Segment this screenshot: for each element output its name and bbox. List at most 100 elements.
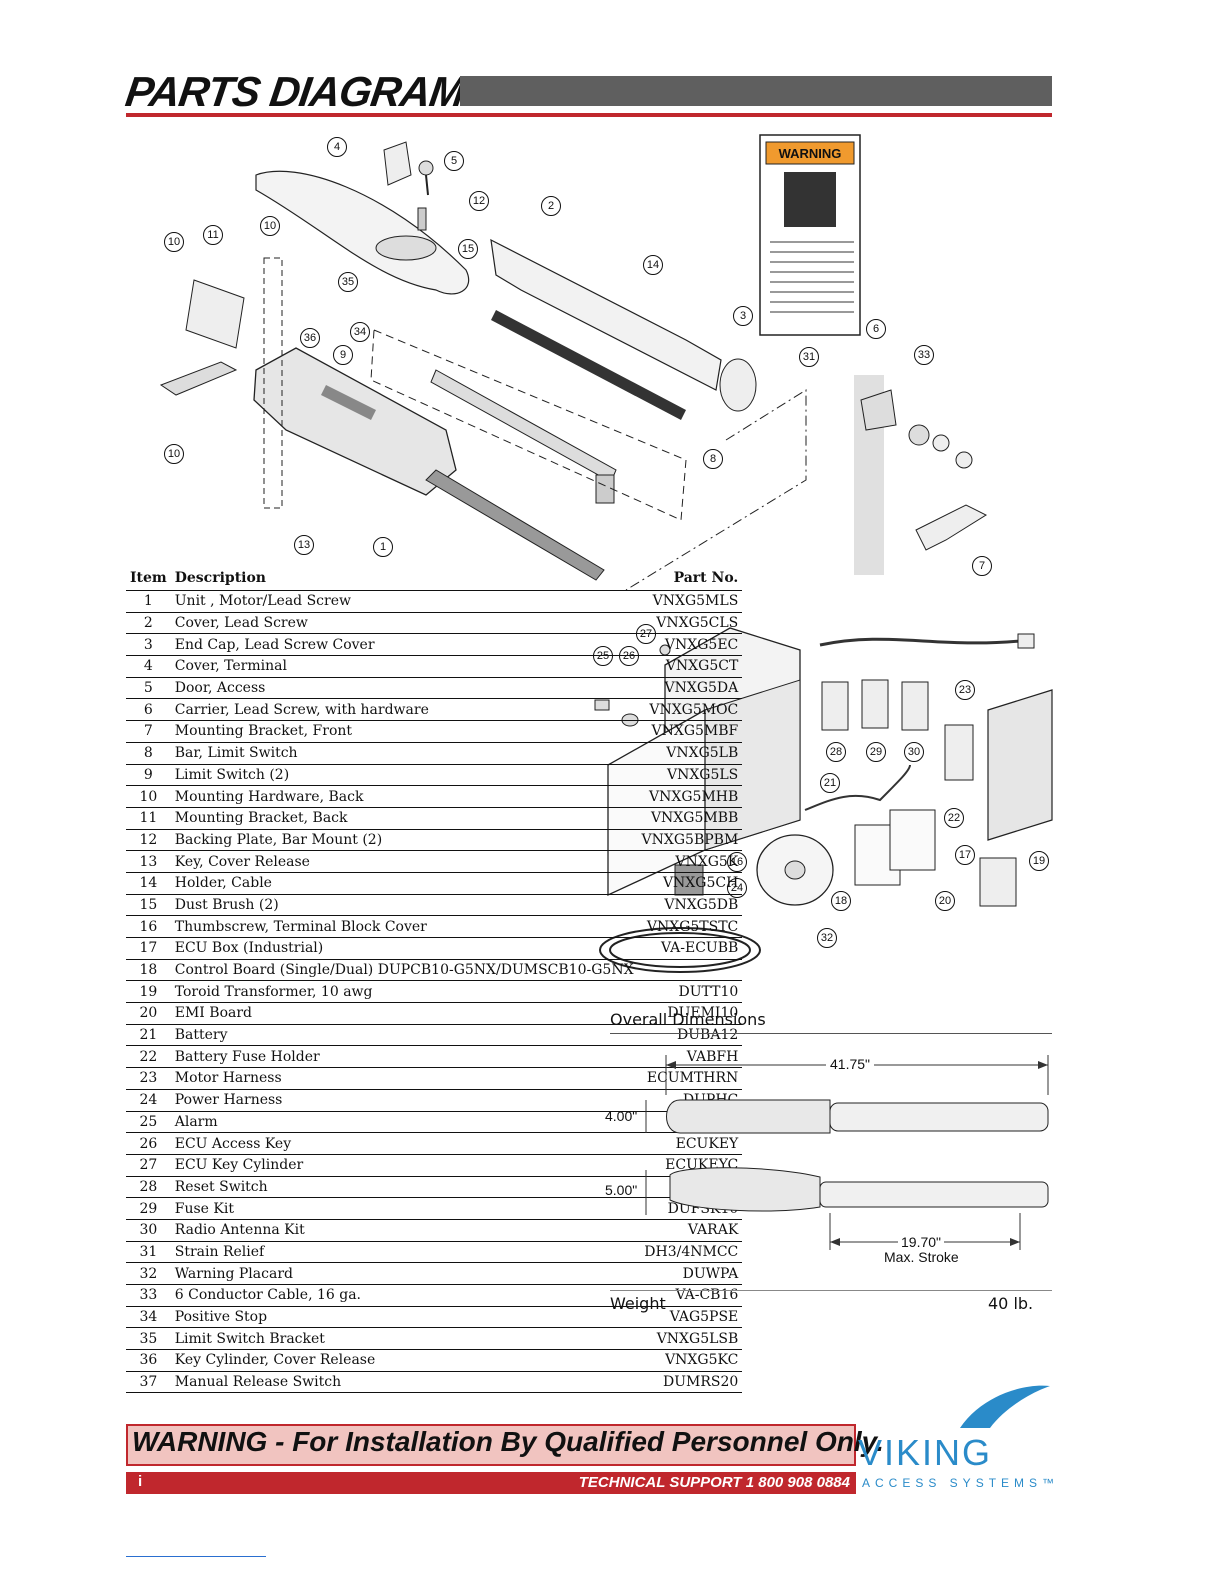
stroke-dimension: 19.70" (898, 1234, 945, 1250)
header-part-no: Part No. (637, 566, 743, 591)
cell-description: ECU Access Key (170, 1132, 638, 1155)
cell-item: 13 (126, 850, 171, 873)
cell-description: Mounting Hardware, Back (170, 785, 638, 808)
cell-item: 33 (126, 1284, 171, 1307)
cell-item: 8 (126, 742, 171, 765)
svg-text:WARNING: WARNING (779, 146, 842, 161)
callout-10b: 10 (260, 216, 280, 236)
cell-description: Backing Plate, Bar Mount (2) (170, 829, 638, 852)
cell-part-no: VNXG5BPBM (637, 829, 743, 852)
cell-description: 6 Conductor Cable, 16 ga. (170, 1284, 638, 1307)
callout-35: 34 (350, 322, 370, 342)
viking-logo: VIKING (858, 1432, 993, 1473)
cell-description: Reset Switch (170, 1176, 638, 1199)
header-item: Item (126, 566, 171, 591)
cell-item: 18 (126, 959, 171, 982)
cell-description: Manual Release Switch (170, 1371, 638, 1394)
cell-item: 11 (126, 807, 171, 830)
cell-item: 1 (126, 590, 171, 613)
cell-item: 31 (126, 1241, 171, 1264)
cell-item: 21 (126, 1024, 171, 1047)
cell-description: Control Board (Single/Dual) DUPCB10-G5NX… (170, 959, 638, 982)
callout-36: 35 (338, 272, 358, 292)
cell-item: 14 (126, 872, 171, 895)
viking-logo-subtitle: ACCESS SYSTEMS™ (862, 1476, 1060, 1490)
cell-description: Motor Harness (170, 1067, 638, 1090)
cell-description: End Cap, Lead Screw Cover (170, 633, 638, 657)
callout-30: 29 (866, 742, 886, 762)
cell-part-no: DUEMI10 (637, 1002, 743, 1025)
callout-23: 22 (944, 808, 964, 828)
callout-4: 4 (327, 137, 347, 157)
callout-11: 10 (164, 444, 184, 464)
cell-item: 37 (126, 1371, 171, 1394)
cell-description: ECU Key Cylinder (170, 1154, 638, 1177)
callout-9: 9 (333, 345, 353, 365)
cell-description: Door, Access (170, 677, 638, 700)
callout-18: 17 (955, 845, 975, 865)
cell-part-no: DUBA12 (637, 1024, 743, 1047)
dimensions-rule (610, 1033, 1052, 1034)
cell-item: 3 (126, 633, 171, 657)
callout-22: 21 (820, 773, 840, 793)
cell-part-no: VNXG5K (637, 850, 743, 873)
cell-part-no: VNXG5MBB (637, 807, 743, 830)
cell-part-no: DUMRS20 (637, 1371, 743, 1394)
callout-6: 6 (866, 319, 886, 339)
dimensions-drawing (645, 1055, 1049, 1250)
cell-description: Carrier, Lead Screw, with hardware (170, 698, 638, 722)
cell-item: 20 (126, 1002, 171, 1025)
viking-logo-swoosh (960, 1385, 1050, 1428)
weight-value: 40 lb. (988, 1294, 1034, 1313)
cell-item: 27 (126, 1154, 171, 1177)
footer-bar (126, 1472, 856, 1494)
page-number: i (138, 1473, 143, 1490)
cell-part-no: VAG5PSE (637, 1306, 743, 1329)
cell-item: 26 (126, 1132, 171, 1155)
callout-8: 8 (703, 449, 723, 469)
cell-item: 9 (126, 764, 171, 787)
cell-description: EMI Board (170, 1002, 638, 1025)
callout-24: 23 (955, 680, 975, 700)
cell-description: ECU Box (Industrial) (170, 937, 638, 960)
cell-description: Mounting Bracket, Back (170, 807, 638, 830)
tech-support-text: TECHNICAL SUPPORT 1 800 908 0884 (578, 1474, 850, 1491)
callout-7: 7 (972, 556, 992, 576)
cell-item: 32 (126, 1262, 171, 1285)
header-bar (460, 76, 1052, 106)
cell-description: Key Cylinder, Cover Release (170, 1349, 638, 1372)
warning-text: WARNING - For Installation By Qualified … (132, 1426, 884, 1457)
page-title: PARTS DIAGRAM (122, 68, 468, 115)
cell-part-no: DUTT10 (637, 980, 743, 1004)
callout-16: 15 (458, 239, 478, 259)
cell-item: 25 (126, 1111, 171, 1134)
cell-description: Positive Stop (170, 1306, 638, 1329)
cell-description: Mounting Bracket, Front (170, 720, 638, 743)
callout-19: 18 (831, 891, 851, 911)
cell-part-no: VNXG5MOC (637, 698, 743, 722)
stroke-label: Max. Stroke (884, 1249, 959, 1265)
header-description: Description (170, 566, 638, 591)
cell-item: 6 (126, 698, 171, 722)
cell-item: 24 (126, 1089, 171, 1112)
cell-description: Thumbscrew, Terminal Block Cover (170, 915, 638, 938)
